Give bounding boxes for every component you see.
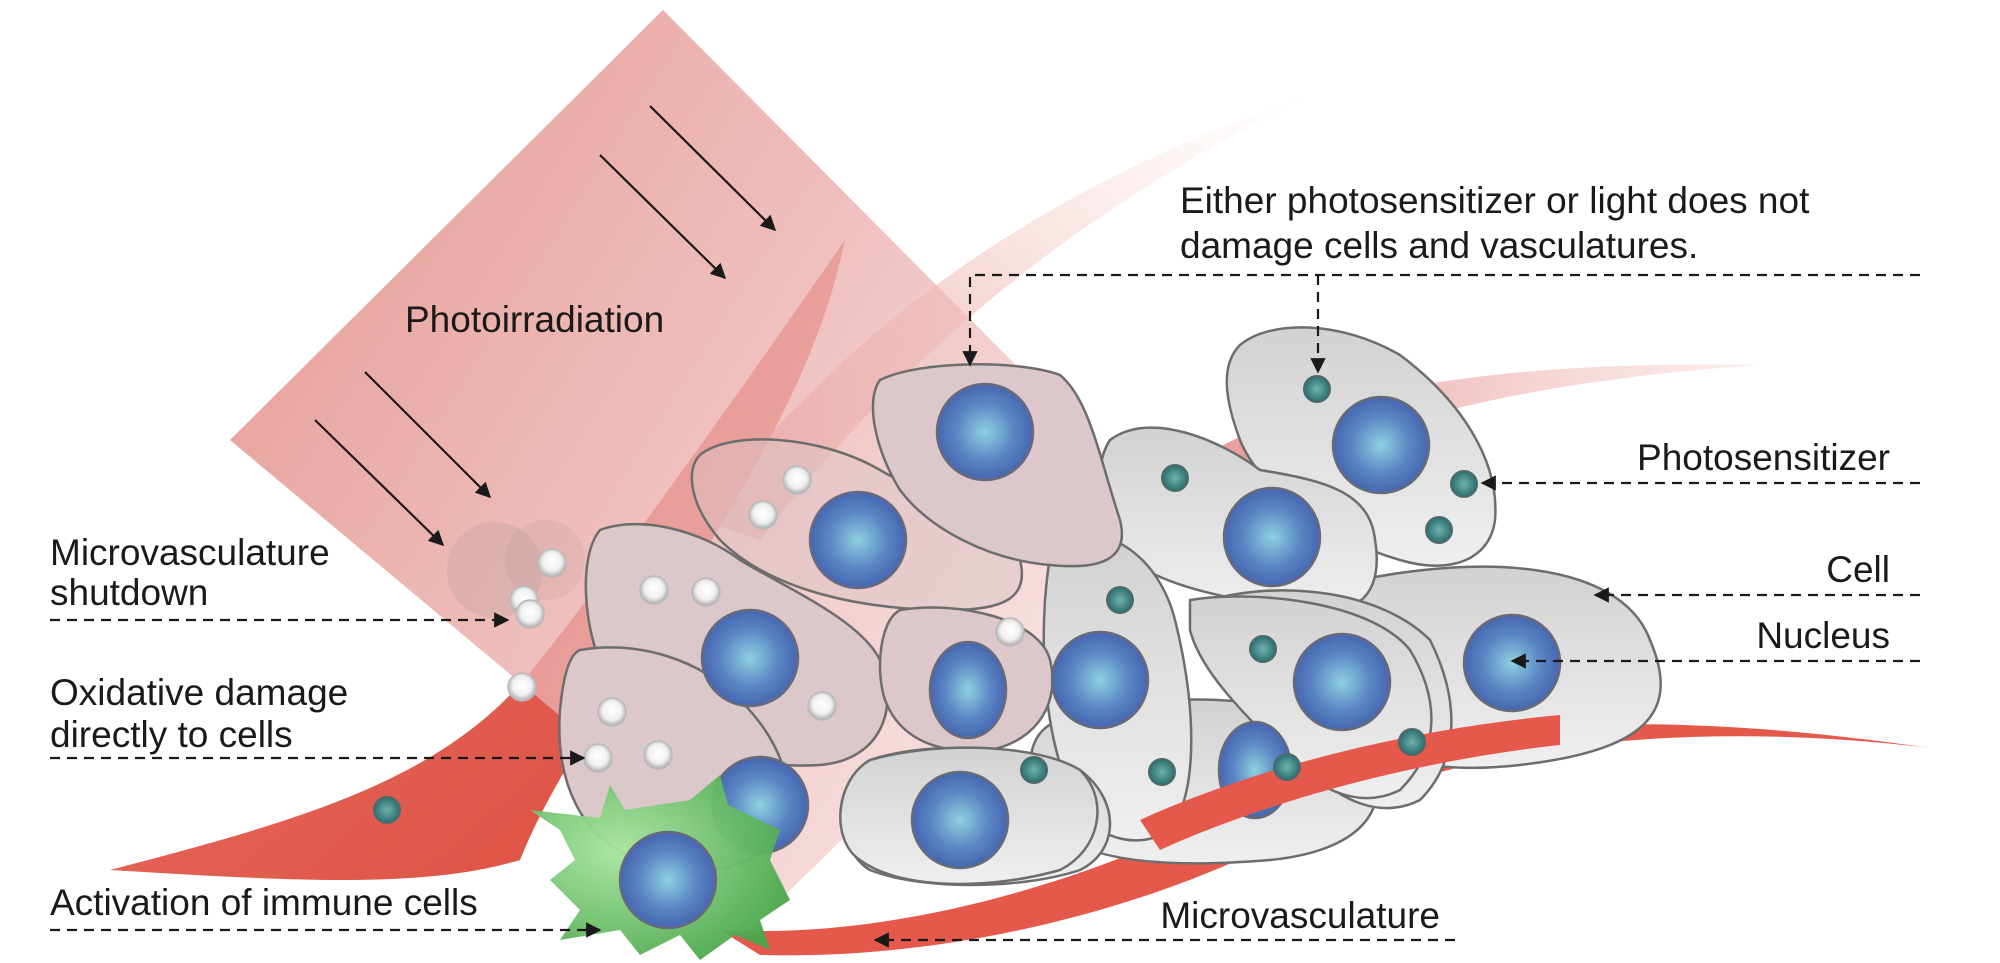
immune-label: Activation of immune cells (50, 882, 478, 923)
nucleus (1462, 613, 1562, 713)
light-arrow-1 (649, 105, 777, 232)
nucleus (700, 608, 800, 708)
ros-particle (782, 465, 812, 495)
ros-particle (691, 577, 721, 607)
nucleus (1331, 395, 1431, 495)
nucleus (928, 640, 1008, 740)
photosensitizer (1148, 758, 1176, 786)
ros-particle (583, 743, 613, 773)
photosensitizer-label: Photosensitizer (1637, 437, 1890, 478)
ros-particle (643, 740, 673, 770)
light-arrow-2 (599, 154, 727, 280)
ros-particle (639, 575, 669, 605)
no-damage-label-line1: Either photosensitizer or light does not (1180, 180, 1810, 221)
ros-particle (807, 691, 837, 721)
photosensitizer (1106, 586, 1134, 614)
vessel-lower-right (720, 724, 1930, 956)
ros-particle (597, 697, 627, 727)
microvasculature-label: Microvasculature (1160, 895, 1440, 936)
nucleus (808, 490, 908, 590)
oxidative-label-line2: directly to cells (50, 714, 293, 755)
no-damage-leader (962, 273, 1920, 367)
no-damage-label-line2: damage cells and vasculatures. (1180, 225, 1698, 266)
photosensitizers (373, 375, 1478, 824)
light-arrow-4 (314, 419, 445, 547)
nucleus (1222, 486, 1322, 588)
nucleus (935, 382, 1035, 482)
ros-particle (748, 500, 778, 530)
photosensitizer (1425, 516, 1453, 544)
photosensitizer (1450, 470, 1478, 498)
photosensitizer (1249, 635, 1277, 663)
immune-cell (530, 775, 790, 960)
immune-cell-nucleus (618, 830, 718, 930)
ros-particle (537, 548, 567, 578)
nucleus (910, 770, 1010, 870)
reactive-oxygen-species (447, 465, 1025, 773)
shutdown-label-line2: shutdown (50, 572, 208, 613)
photosensitizer (373, 796, 401, 824)
vessel-crossing (1140, 715, 1560, 850)
photosensitizer (1303, 375, 1331, 403)
photosensitizer (1398, 728, 1426, 756)
photosensitizer (1273, 753, 1301, 781)
ros-particle (995, 617, 1025, 647)
shutdown-label-line1: Microvasculature (50, 532, 330, 573)
nucleus (1292, 632, 1392, 732)
ros-particle (507, 672, 537, 702)
ros-particle (515, 599, 545, 629)
cell-label: Cell (1826, 549, 1890, 590)
oxidative-label-line1: Oxidative damage (50, 672, 348, 713)
light-arrow-3 (364, 371, 492, 499)
photosensitizer (1161, 464, 1189, 492)
nucleus (1050, 630, 1150, 730)
photosensitizer (1020, 756, 1048, 784)
annotations: Either photosensitizer or light does not… (50, 180, 1920, 948)
nucleus-label: Nucleus (1756, 615, 1890, 656)
photoirradiation-label: Photoirradiation (405, 299, 664, 340)
